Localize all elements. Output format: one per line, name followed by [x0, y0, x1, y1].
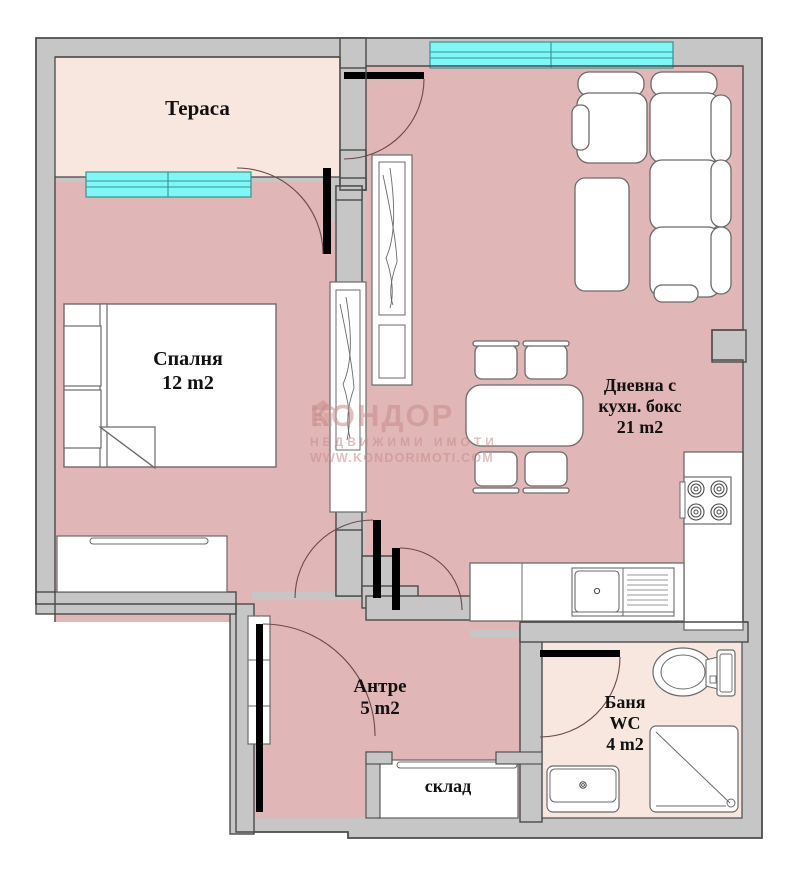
door-bathroom [539, 650, 621, 738]
windows [85, 41, 674, 198]
nightstand-1 [63, 325, 102, 387]
window-living-north [429, 41, 674, 69]
door-entrance [256, 623, 376, 812]
window-bedroom-north [85, 171, 252, 198]
furniture-hallway [247, 615, 543, 819]
wardrobe-bedroom-spine [329, 281, 367, 513]
washbasin [546, 765, 620, 813]
sofa-arm-r1 [710, 94, 732, 163]
doors [236, 72, 621, 812]
sofa-seat-2 [649, 92, 721, 164]
storage-shelf [396, 761, 518, 769]
door-bedroom [236, 167, 331, 255]
shower-tray [649, 725, 739, 813]
cooktop [679, 476, 732, 525]
sklad-box [377, 759, 519, 819]
wardrobe-living-upper [371, 154, 413, 386]
furniture-bedroom [56, 303, 277, 593]
door-hallway-living [392, 547, 463, 611]
furniture-bathroom [546, 647, 739, 813]
watermark: КОНДОР НЕДВИЖИМИ ИМОТИ WWW.KONDORIMOTI.C… [310, 398, 498, 465]
door-terrace [343, 72, 425, 160]
sofa-seat-3 [649, 159, 721, 231]
kitchen [469, 451, 744, 631]
watermark-url: WWW.KONDORIMOTI.COM [310, 451, 494, 465]
sofa-arm-left [571, 104, 590, 151]
wall-outline-overlay [35, 37, 763, 839]
wardrobe-bedroom [56, 535, 228, 593]
dining-chair-3 [474, 451, 518, 487]
door-living [294, 519, 381, 599]
sofa-arm-r2 [710, 159, 732, 228]
furniture-living [571, 71, 732, 303]
watermark-logo-icon [312, 400, 334, 426]
dining-chair-1 [474, 344, 518, 380]
room-terasa-fill [54, 56, 341, 178]
sofa-foot [653, 284, 699, 303]
toilet [652, 647, 736, 697]
furniture-dining [465, 340, 584, 494]
dining-chair-4 [524, 451, 568, 487]
kitchen-sink [571, 567, 675, 617]
dining-chair-2 [524, 344, 568, 380]
nightstand-2 [63, 389, 102, 449]
coffee-table [574, 177, 630, 292]
sofa-arm-r3 [710, 226, 732, 295]
watermark-tagline: НЕДВИЖИМИ ИМОТИ [310, 435, 498, 449]
dining-table [465, 384, 584, 447]
wardrobes-spine [329, 154, 413, 513]
